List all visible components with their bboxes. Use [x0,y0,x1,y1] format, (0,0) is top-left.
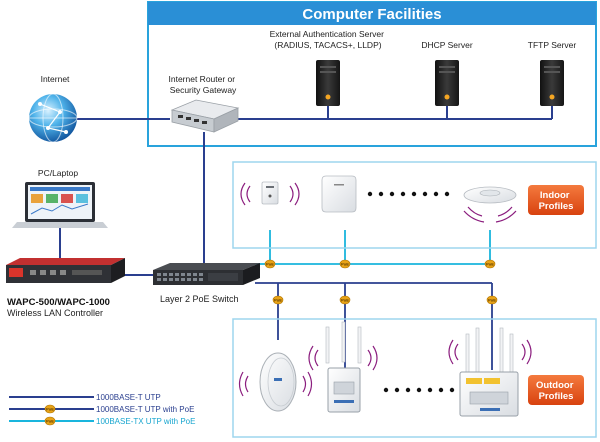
indoor-profiles-line2: Profiles [539,201,574,212]
outdoor-profiles-badge: Outdoor Profiles [528,375,584,405]
auth-server-label-line2: (RADIUS, TACACS+, LLDP) [274,40,381,50]
poe-badge-text: PoE [266,262,274,267]
outdoor-profiles-line2: Profiles [539,391,574,402]
indoor-profiles-badge: Indoor Profiles [528,185,584,215]
poe-badge-icon: PoE [44,404,56,414]
poe-badge-icon: PoE [339,259,351,269]
tftp-server-icon [540,60,564,106]
link-poe-bus-indoor [269,230,491,265]
poe-badge-icon: PoE [44,416,56,426]
outdoor-profiles-line1: Outdoor [536,380,574,391]
outdoor-access-point-icon [325,321,362,413]
indoor-profiles-line1: Indoor [540,190,570,201]
legend-label: 1000BASE-T UTP with PoE [96,405,194,414]
legend: 1000BASE-T UTP PoE 1000BASE-T UTP with PoE… [9,393,195,426]
computer-facilities-group: Computer Facilities External Authenticat… [147,1,597,147]
internet-globe-icon [28,93,78,143]
wired-links [59,106,553,276]
poe-badge-icon: PoE [339,295,351,305]
indoor-frame [232,161,597,249]
poe-badge-text: PoE [341,262,349,267]
poe-badge-text: PoE [46,407,54,412]
wifi-signal-icon [448,339,532,365]
outdoor-panel-antenna-icon [259,352,297,412]
poe-badges: PoE PoE PoE PoE PoE PoE [264,259,498,305]
indoor-profiles-label: Indoor Profiles [539,190,574,212]
poe-badge-icon: PoE [484,259,496,269]
auth-server-icon [316,60,340,106]
wifi-signal-icon [463,206,517,223]
dhcp-server-icon [435,60,459,106]
facilities-title: Computer Facilities [302,6,441,23]
wifi-signal-icon [238,371,313,397]
legend-label: 100BASE-TX UTP with PoE [96,417,195,426]
wlan-controller-icon [6,258,125,283]
outdoor-access-point-large-icon [459,327,519,417]
router-label: Internet Router or Security Gateway [169,74,238,95]
tftp-server-label: TFTP Server [528,40,577,50]
round-ceiling-access-point-icon [463,186,517,204]
internet-label: Internet [41,74,70,84]
outdoor-frame [232,318,597,438]
poe-badge-icon: PoE [264,259,276,269]
laptop-label: PC/Laptop [38,168,78,178]
router-icon [170,99,240,133]
auth-server-label: External Authentication Server (RADIUS, … [270,29,387,50]
more-devices-dots [383,387,455,393]
poe-switch-icon [153,263,260,285]
wifi-signal-icon [240,182,300,206]
poe-badge-text: PoE [488,298,496,303]
poe-badge-text: PoE [341,298,349,303]
legend-label: 1000BASE-T UTP [96,393,161,402]
controller-model: WAPC-500/WAPC-1000 [7,297,110,308]
outdoor-profiles-group: Outdoor Profiles [232,318,597,438]
more-devices-dots [367,191,450,197]
wifi-signal-icon [308,345,378,371]
facilities-title-bar [148,2,596,25]
indoor-profiles-group: Indoor Profiles [232,161,597,249]
router-label-line1: Internet Router or [169,74,236,84]
outdoor-profiles-label: Outdoor Profiles [536,380,576,402]
dhcp-server-label: DHCP Server [421,40,472,50]
ceiling-access-point-icon [321,175,357,213]
wall-access-point-icon [261,181,279,205]
laptop-icon [12,182,108,228]
poe-links [255,230,493,370]
poe-badge-text: PoE [486,262,494,267]
switch-label: Layer 2 PoE Switch [160,294,239,304]
auth-server-label-line1: External Authentication Server [270,29,385,39]
poe-badge-text: PoE [274,298,282,303]
router-label-line2: Security Gateway [170,85,237,95]
poe-badge-text: PoE [46,419,54,424]
poe-badge-icon: PoE [272,295,284,305]
controller-description: Wireless LAN Controller [7,308,103,318]
link-poe-bus-outdoor [255,282,493,370]
poe-badge-icon: PoE [486,295,498,305]
